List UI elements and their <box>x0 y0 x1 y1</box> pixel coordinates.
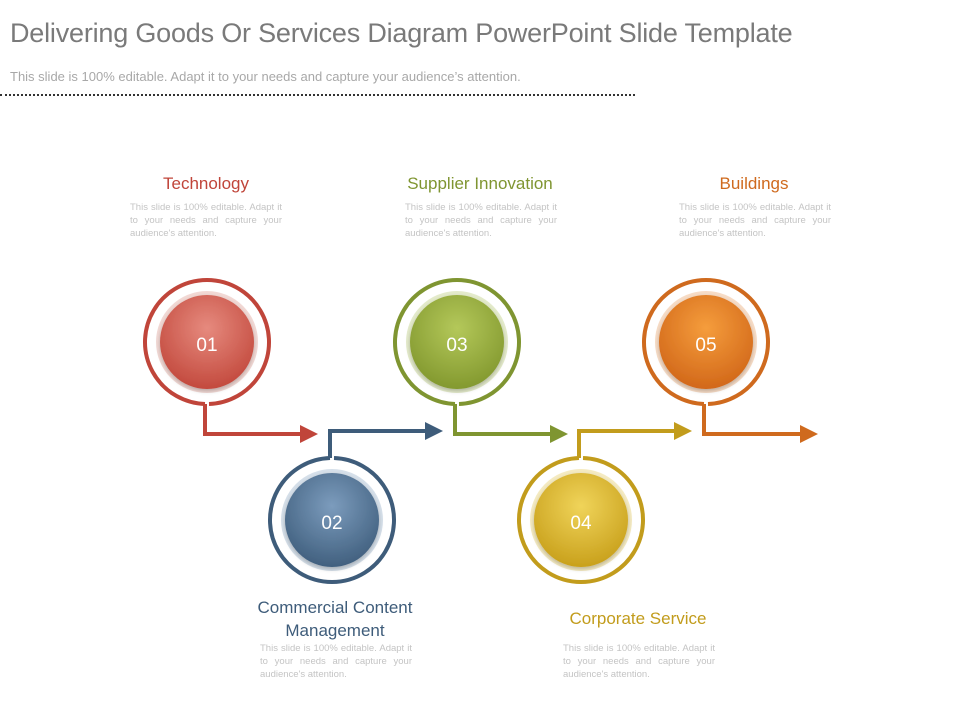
step-02-heading: Commercial Content Management <box>257 598 413 640</box>
step-04-circle <box>534 473 628 567</box>
step-03-number: 03 <box>446 335 467 356</box>
step-03-node: 03 <box>393 278 568 443</box>
step-05-number: 05 <box>695 335 716 356</box>
step-05-node: 05 <box>642 278 818 443</box>
slide-title: Delivering Goods Or Services Diagram Pow… <box>10 18 793 48</box>
slide-subtitle: This slide is 100% editable. Adapt it to… <box>10 69 521 84</box>
step-01-ring <box>143 278 271 406</box>
step-05-circle <box>659 295 753 389</box>
step-02-arrowhead <box>425 422 443 440</box>
step-03-connector <box>453 404 550 436</box>
step-02-connector <box>328 429 425 458</box>
step-05-connector <box>702 404 800 436</box>
step-04-connector <box>577 429 674 458</box>
step-05-heading: Buildings <box>719 174 789 193</box>
step-05-arrowhead <box>800 425 818 443</box>
step-04-number: 04 <box>570 513 592 534</box>
step-01-description: This slide is 100% editable. Adapt it to… <box>130 202 282 239</box>
title-divider <box>0 94 635 96</box>
step-05-description: This slide is 100% editable. Adapt it to… <box>679 202 831 239</box>
step-01-connector <box>203 404 300 436</box>
step-03-circle <box>410 295 504 389</box>
step-02-description: This slide is 100% editable. Adapt it to… <box>260 643 412 680</box>
step-02-node: 02 <box>268 422 443 584</box>
step-02-ring <box>268 456 396 584</box>
step-01-arrowhead <box>300 425 318 443</box>
step-04-heading: Corporate Service <box>569 609 707 628</box>
step-03-description: This slide is 100% editable. Adapt it to… <box>405 202 557 239</box>
step-03-arrowhead <box>550 425 568 443</box>
step-04-arrowhead <box>674 422 692 440</box>
step-03-heading: Supplier Innovation <box>407 174 553 193</box>
step-05-ring <box>642 278 770 406</box>
step-02-number: 02 <box>321 513 342 534</box>
step-01-number: 01 <box>196 335 217 356</box>
step-03-ring <box>393 278 521 406</box>
step-01-node: 01 <box>143 278 318 443</box>
step-01-heading: Technology <box>162 174 249 193</box>
step-02-circle <box>285 473 379 567</box>
step-04-node: 04 <box>517 422 692 584</box>
step-04-description: This slide is 100% editable. Adapt it to… <box>563 643 715 680</box>
step-01-circle <box>160 295 254 389</box>
step-04-ring <box>517 456 645 584</box>
